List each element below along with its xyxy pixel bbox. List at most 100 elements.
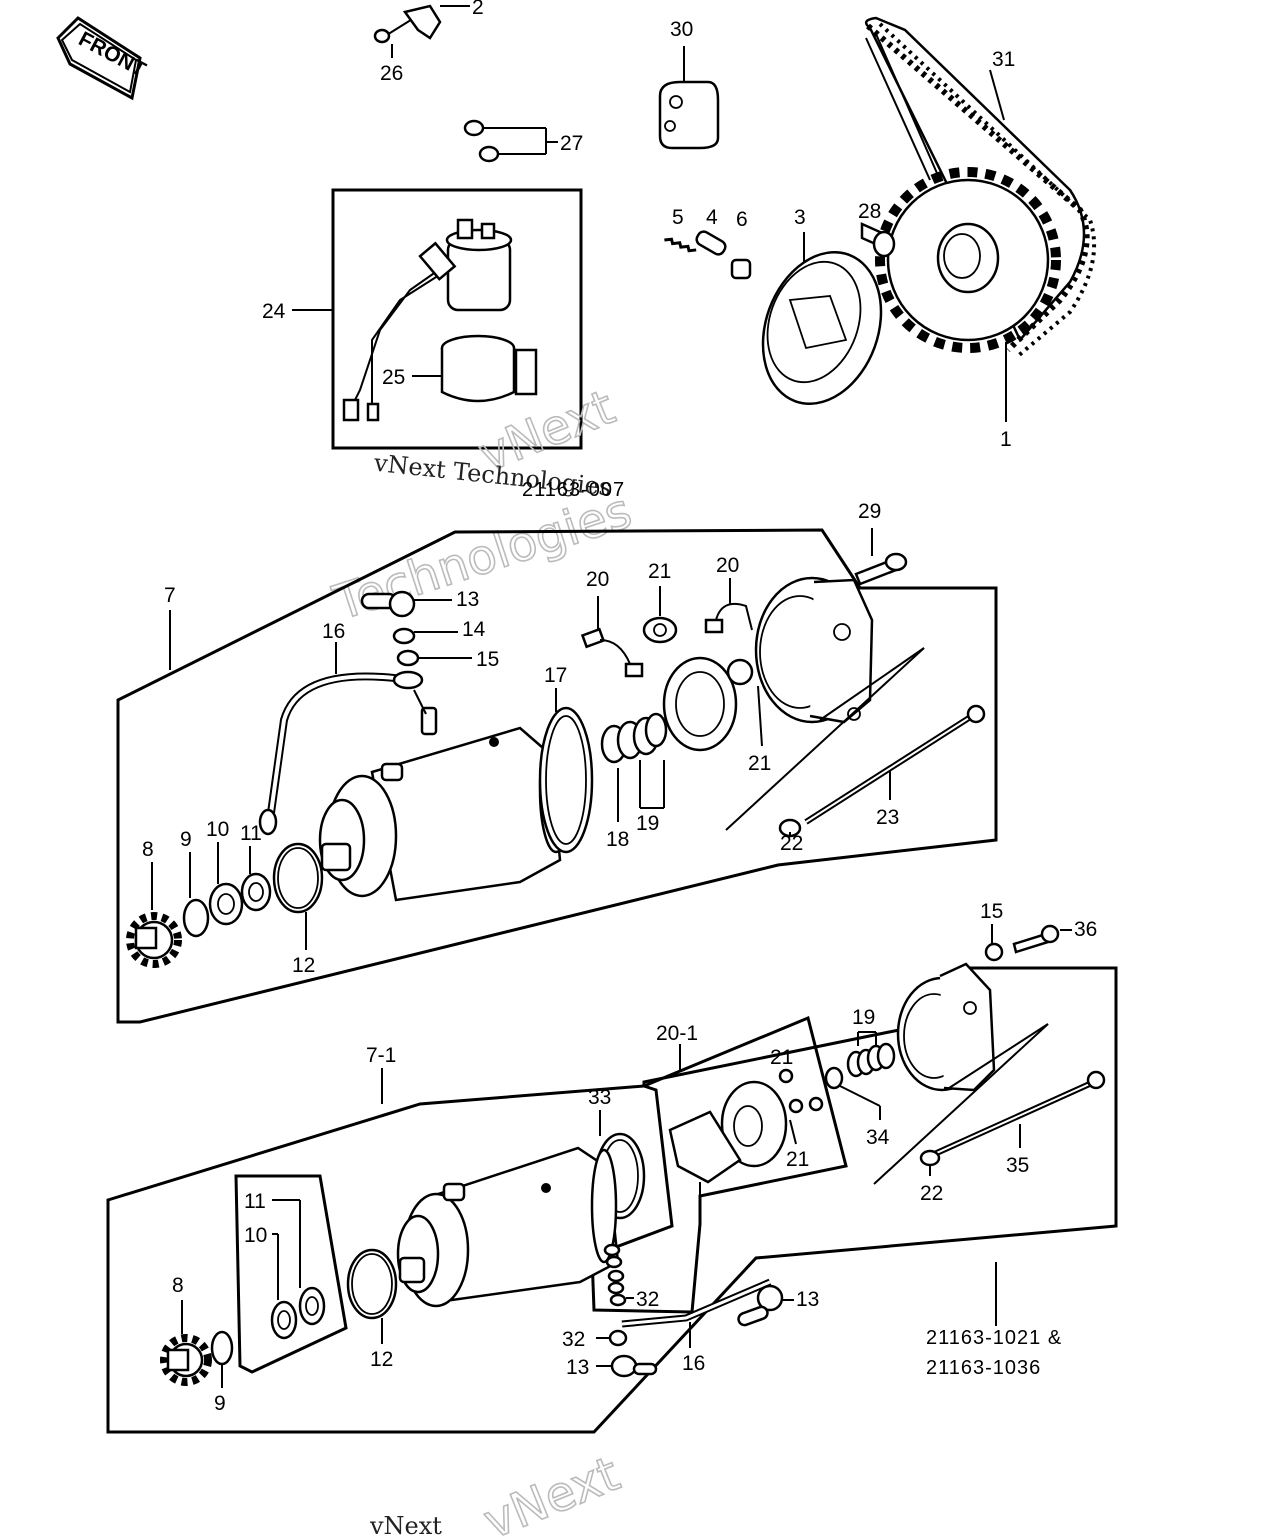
callout-13-lower-right: 13	[796, 1288, 819, 1311]
washer-11-upper	[240, 846, 272, 912]
bolt-29	[854, 528, 908, 586]
callout-26: 26	[380, 62, 403, 85]
callout-12-lower: 12	[370, 1348, 393, 1371]
roller-6	[730, 258, 752, 280]
callout-7-1: 7-1	[366, 1044, 396, 1067]
callout-22-upper: 22	[780, 832, 803, 855]
terminal-13-lower-left	[596, 1354, 658, 1378]
callout-32-upper: 32	[636, 1288, 659, 1311]
starter-motor-lower	[396, 1146, 620, 1308]
terminal-13-upper	[360, 590, 452, 618]
callout-23: 23	[876, 806, 899, 829]
callout-4: 4	[706, 206, 718, 229]
bolt-28	[860, 222, 896, 258]
code-upper: 21163-007	[522, 479, 625, 501]
starter-motor-frame-lower	[106, 966, 1118, 1434]
brush-plate	[662, 656, 738, 752]
callout-12-upper: 12	[292, 954, 315, 977]
washer-14	[392, 627, 458, 645]
callout-15-lower: 15	[980, 900, 1003, 923]
pinion-8-lower	[160, 1300, 212, 1386]
pin-4	[695, 230, 727, 256]
callout-6: 6	[736, 208, 748, 231]
callout-8-upper: 8	[142, 838, 154, 861]
callout-20-left: 20	[586, 568, 609, 591]
washer-22-upper	[778, 818, 802, 838]
relay-cover-25	[412, 334, 538, 403]
callout-21-lower-top: 21	[770, 1046, 793, 1069]
o-ring-12-upper	[272, 842, 324, 950]
callout-11-lower: 11	[244, 1190, 266, 1213]
watermark-large-2: Technologies	[327, 483, 639, 632]
spring-5	[664, 237, 697, 253]
callout-3: 3	[794, 206, 806, 229]
callout-7: 7	[164, 584, 176, 607]
callout-10-lower: 10	[244, 1224, 267, 1247]
cover-30	[658, 46, 720, 150]
brush-holder-20-1	[668, 1080, 788, 1196]
spring-21-top	[642, 586, 678, 644]
bolt-26	[373, 4, 470, 58]
nut-stack-32	[603, 1243, 634, 1307]
callout-36: 36	[1074, 918, 1097, 941]
bolt-36	[1012, 924, 1072, 954]
pinion-8-upper	[126, 862, 182, 968]
callout-9-lower: 9	[214, 1392, 226, 1415]
nut-15-upper	[396, 649, 472, 667]
callout-33: 33	[588, 1086, 611, 1109]
lead-16-lower	[621, 1278, 772, 1348]
circlip-9-upper	[182, 852, 210, 938]
callout-8-lower: 8	[172, 1274, 184, 1297]
washers-10-11-lower	[270, 1199, 326, 1340]
callout-11-upper: 11	[240, 822, 262, 845]
callout-14: 14	[462, 618, 486, 641]
end-cover-upper	[725, 576, 925, 831]
callout-32-lower: 32	[562, 1328, 585, 1351]
watermark-bottom-small: vNext	[369, 1512, 442, 1536]
watermark-bottom-large: vNext	[476, 1446, 627, 1536]
callout-21-lower: 21	[748, 752, 771, 775]
callout-17: 17	[544, 664, 567, 687]
callout-27: 27	[560, 132, 583, 155]
callout-13-upper: 13	[456, 588, 479, 611]
o-ring-17	[538, 688, 594, 854]
brush-20-left	[580, 596, 644, 678]
callout-21-lower-bottom: 21	[786, 1148, 809, 1171]
callout-9-upper: 9	[180, 828, 192, 851]
code-lower-1: 21163-1021 &	[926, 1327, 1062, 1349]
circlip-9-lower	[210, 1330, 234, 1388]
end-cover-lower	[873, 962, 1049, 1185]
terminal-13-lower-right	[737, 1284, 794, 1327]
callout-34: 34	[866, 1126, 890, 1149]
washer-box-lower	[234, 1174, 348, 1374]
washers-18-19	[600, 712, 668, 822]
through-bolt-35	[928, 1070, 1106, 1159]
callout-10-upper: 10	[206, 818, 229, 841]
callout-20-1: 20-1	[656, 1022, 698, 1045]
callout-15-upper: 15	[476, 648, 499, 671]
callout-16-lower: 16	[682, 1352, 705, 1375]
code-lower-2: 21163-1036	[926, 1357, 1041, 1379]
lead-16-upper	[258, 642, 427, 836]
callout-18: 18	[606, 828, 629, 851]
callout-22-lower: 22	[920, 1182, 943, 1205]
spring-21-lower	[726, 658, 763, 747]
starter-relay-24	[292, 218, 513, 422]
callout-13-lower-left: 13	[566, 1356, 589, 1379]
relay-box	[331, 188, 583, 450]
callout-24: 24	[262, 300, 286, 323]
callout-31: 31	[992, 48, 1015, 71]
washer-10-upper	[208, 842, 244, 926]
callout-30: 30	[670, 18, 693, 41]
brush-20-right	[704, 578, 753, 634]
callout-25: 25	[382, 366, 405, 389]
callout-1: 1	[1000, 428, 1012, 451]
callout-5: 5	[672, 206, 684, 229]
o-ring-12-lower	[346, 1248, 398, 1344]
nut-15-lower	[984, 924, 1004, 962]
callout-35: 35	[1006, 1154, 1029, 1177]
front-arrow: FRONT	[56, 16, 150, 101]
callout-21-top: 21	[648, 560, 671, 583]
